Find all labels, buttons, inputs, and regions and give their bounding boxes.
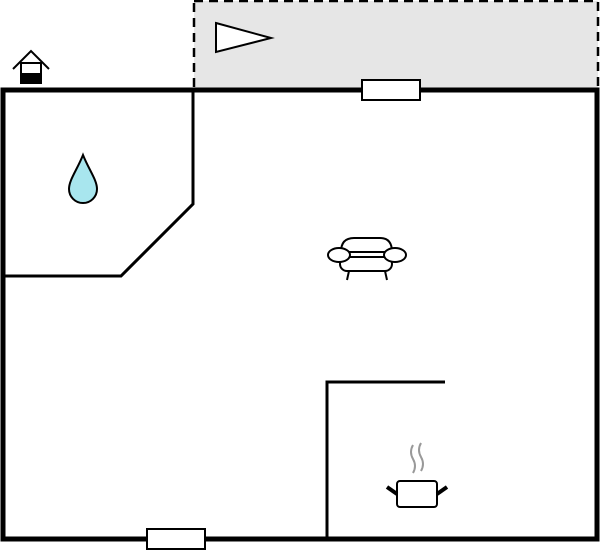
window-top [361,79,421,101]
terrace-area [192,0,600,92]
sofa-icon [327,237,407,281]
kitchen-wall [325,380,445,540]
water-drop-icon [67,152,99,204]
outer-walls [0,87,600,542]
bathroom-wall [3,90,195,278]
terrace-flag-icon [215,21,275,54]
house-entrance-icon [12,49,50,84]
cooking-pot-icon [385,442,449,508]
window-bottom [146,528,206,550]
